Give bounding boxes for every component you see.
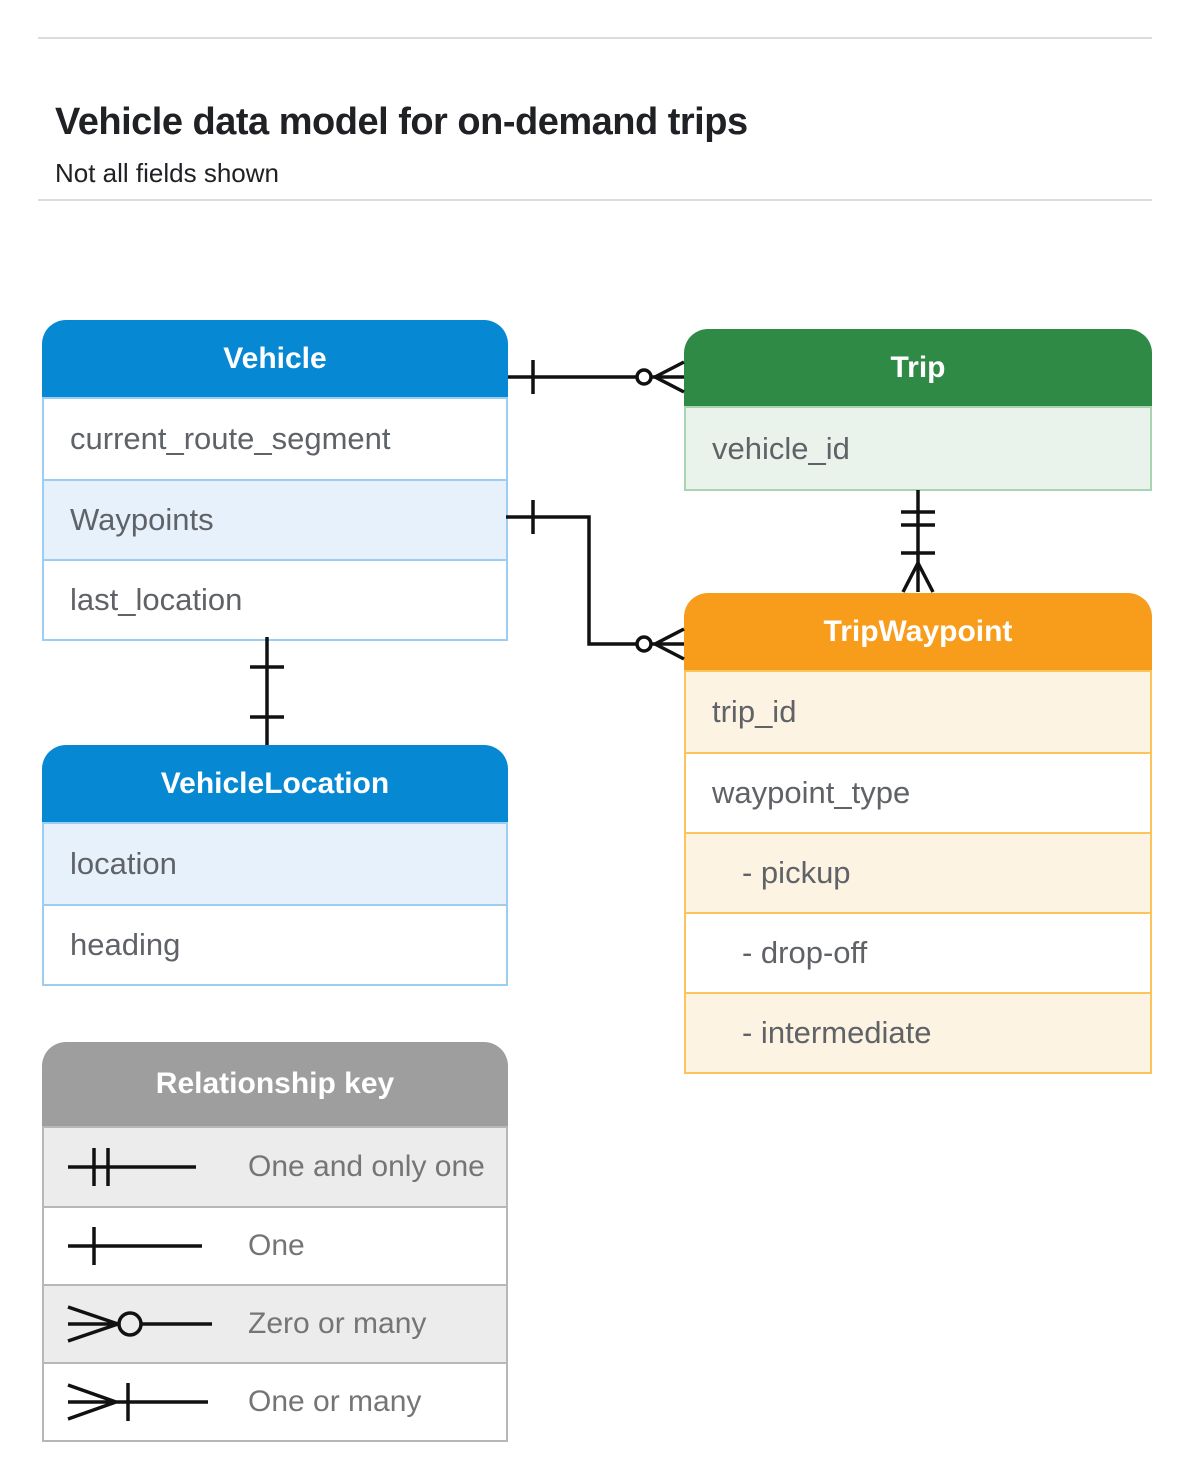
table-row: - pickup: [686, 832, 1150, 912]
top-divider: [38, 37, 1152, 39]
connector-waypoints-tripwaypoint: [506, 500, 685, 661]
table-row: last_location: [44, 559, 506, 639]
table-row: location: [44, 824, 506, 904]
legend-label: One: [248, 1229, 305, 1262]
table-row: heading: [44, 904, 506, 984]
legend-row: One: [44, 1206, 506, 1284]
connector-vehicle-trip: [508, 360, 685, 394]
table-title: Trip: [890, 350, 946, 384]
legend-row: One and only one: [44, 1128, 506, 1206]
legend-row: One or many: [44, 1362, 506, 1440]
table-trip: Trip vehicle_id: [684, 329, 1152, 491]
legend-label: One or many: [248, 1385, 422, 1418]
crow-foot-icon: [654, 627, 685, 661]
zero-circle-icon: [635, 635, 653, 653]
table-row: - drop-off: [686, 912, 1150, 992]
legend-row: Zero or many: [44, 1284, 506, 1362]
table-title: VehicleLocation: [160, 766, 390, 800]
crow-foot-icon: [901, 562, 935, 593]
table-title: Vehicle: [223, 341, 327, 375]
table-row: Waypoints: [44, 479, 506, 559]
legend-label: One and only one: [248, 1150, 485, 1183]
table-trip-body: vehicle_id: [684, 406, 1152, 491]
page-title: Vehicle data model for on-demand trips: [55, 101, 748, 144]
header-divider: [38, 199, 1152, 201]
double-tick-icon: [901, 510, 935, 527]
table-trip-waypoint-header: TripWaypoint: [684, 593, 1152, 670]
connector-vehicle-vehiclelocation: [250, 637, 284, 745]
table-vehicle-location-header: VehicleLocation: [42, 745, 508, 822]
table-row: trip_id: [686, 672, 1150, 752]
table-title: TripWaypoint: [823, 614, 1013, 648]
table-row: vehicle_id: [686, 408, 1150, 489]
table-row: - intermediate: [686, 992, 1150, 1072]
legend-label: Zero or many: [248, 1307, 427, 1340]
one-icon: [68, 1227, 202, 1265]
table-row: waypoint_type: [686, 752, 1150, 832]
zero-or-many-icon: [67, 1305, 212, 1343]
crow-foot-icon: [654, 360, 685, 394]
table-vehicle-header: Vehicle: [42, 320, 508, 397]
table-row: current_route_segment: [44, 399, 506, 479]
one-or-many-icon: [67, 1383, 208, 1421]
connector-trip-tripwaypoint: [901, 490, 935, 593]
relationship-key-title: Relationship key: [155, 1067, 395, 1100]
zero-circle-icon: [635, 368, 653, 386]
relationship-key-header: Relationship key: [42, 1042, 508, 1126]
page-subtitle: Not all fields shown: [55, 158, 279, 188]
one-and-only-one-icon: [68, 1148, 196, 1186]
table-trip-header: Trip: [684, 329, 1152, 406]
